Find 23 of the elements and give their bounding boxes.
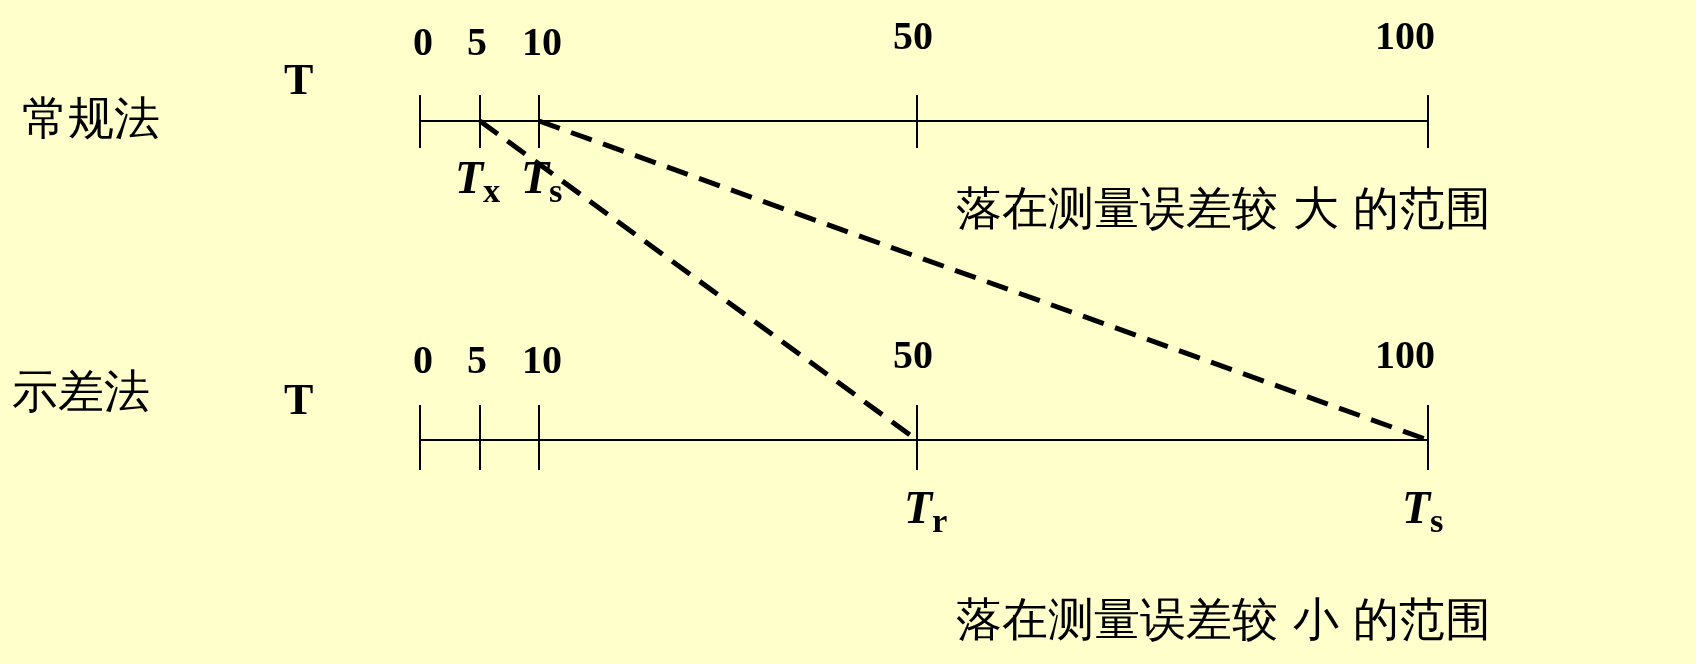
tick-label: 0 xyxy=(413,340,433,380)
point-label: T$_{r}$ xyxy=(904,485,948,531)
tick-mark xyxy=(1427,405,1429,440)
tick-label: 50 xyxy=(893,335,933,375)
axis-label: T xyxy=(284,58,314,102)
tick-mark xyxy=(916,405,918,440)
tick-label: 10 xyxy=(522,340,562,380)
axis-label: T xyxy=(284,378,314,422)
tick-label: 5 xyxy=(467,22,487,62)
method-label: 示差法 xyxy=(12,368,150,414)
tick-label: 100 xyxy=(1375,335,1435,375)
method-label: 落在测量误差较 大 的范围 xyxy=(956,185,1492,231)
method-label: 落在测量误差较 小 的范围 xyxy=(956,596,1492,642)
tick-label: 50 xyxy=(893,16,933,56)
tick-label: 0 xyxy=(413,22,433,62)
point-label: T$_{s}$ xyxy=(1402,485,1444,531)
tick-label: 100 xyxy=(1375,16,1435,56)
tick-label: 5 xyxy=(467,340,487,380)
method-label: 常规法 xyxy=(22,95,160,141)
tick-label: 10 xyxy=(522,22,562,62)
tick-mark xyxy=(479,95,481,121)
tick-mark xyxy=(538,95,540,121)
point-label: T$_{x}$ xyxy=(455,155,501,201)
